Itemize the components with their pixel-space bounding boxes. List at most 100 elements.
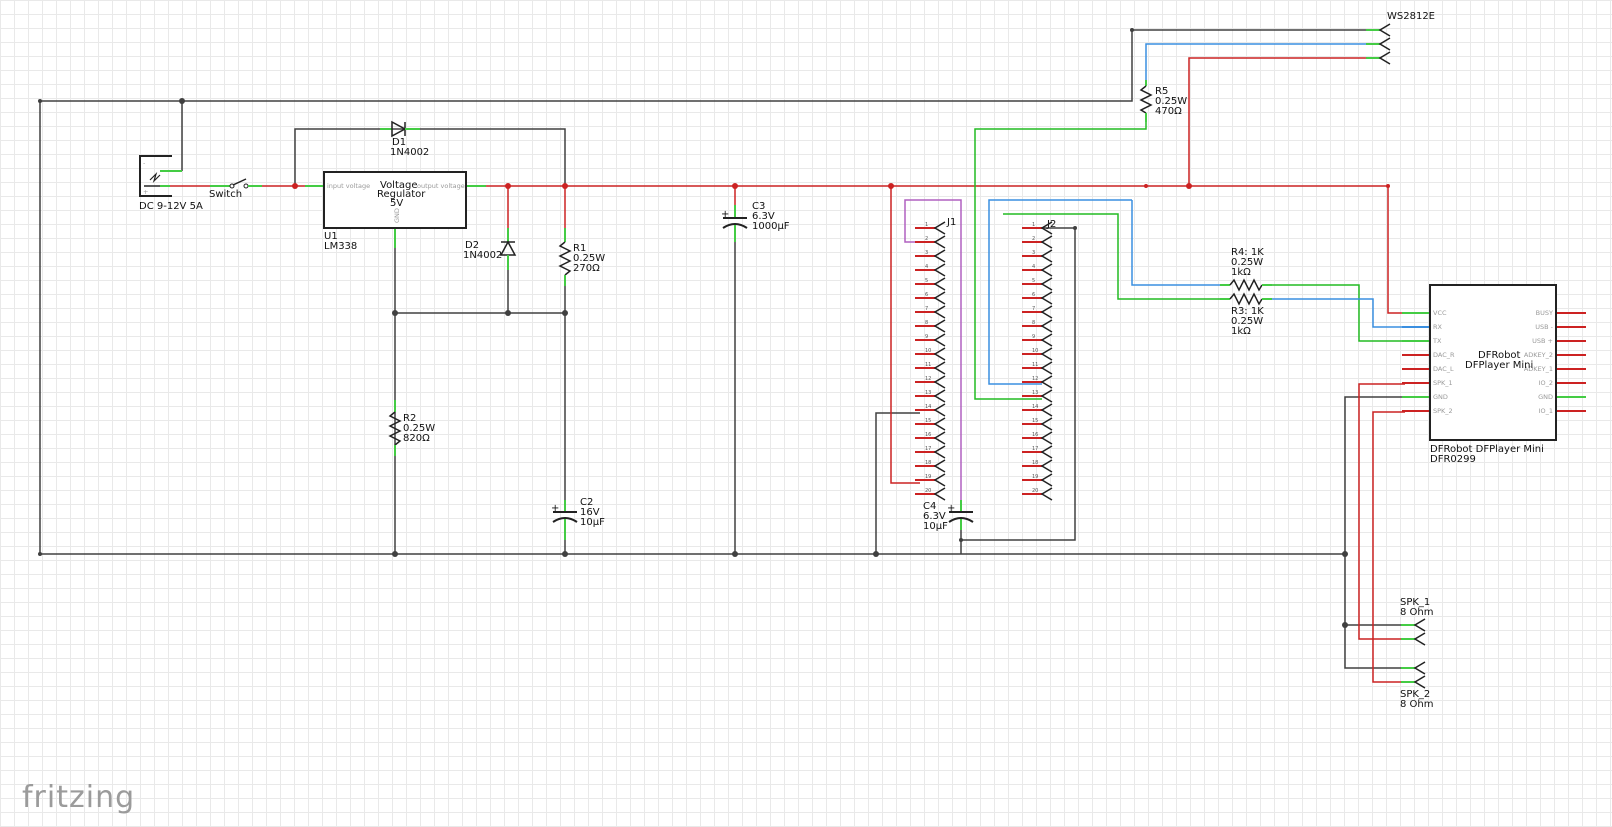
svg-text:+: + — [551, 503, 559, 514]
d1-ref: D1 — [392, 137, 406, 148]
df-left-pin-label: GND — [1433, 393, 1448, 401]
header-pin: 18 — [1022, 459, 1053, 473]
header-pin: 8 — [915, 319, 946, 333]
header-pin: 5 — [1022, 277, 1053, 291]
svg-text:6: 6 — [925, 292, 928, 298]
ws2812e-connector[interactable]: WS2812E — [1366, 11, 1435, 65]
speaker-spk1[interactable]: SPK_1 8 Ohm — [1400, 597, 1434, 646]
header-pin: 16 — [1022, 431, 1053, 445]
header-pin: 7 — [1022, 305, 1053, 319]
svg-text:19: 19 — [1032, 474, 1038, 480]
svg-text:7: 7 — [1032, 306, 1035, 312]
svg-text:10: 10 — [1032, 348, 1038, 354]
u1-pin-gnd: GND — [393, 208, 401, 223]
header-pin: 14 — [1022, 403, 1053, 417]
svg-text:6: 6 — [1032, 292, 1035, 298]
spk1-ref: SPK_1 — [1400, 597, 1430, 608]
header-pin: 4 — [1022, 263, 1053, 277]
header-pin: 17 — [915, 445, 946, 459]
junctions — [38, 28, 1348, 628]
d2-part: 1N4002 — [463, 250, 502, 261]
r2-value: 820Ω — [403, 433, 430, 444]
speaker-pin — [1401, 618, 1426, 632]
header-pin: 10 — [915, 347, 946, 361]
c3-voltage: 6.3V — [752, 211, 775, 222]
svg-text:9: 9 — [925, 334, 928, 340]
svg-text:11: 11 — [1032, 362, 1038, 368]
svg-text:7: 7 — [925, 306, 928, 312]
header-pin: 13 — [1022, 389, 1053, 403]
u1-title3: 5V — [390, 198, 403, 209]
df-left-pin-label: DAC_L — [1433, 365, 1454, 373]
capacitor-c4[interactable]: + C4 6.3V 10µF — [923, 500, 974, 532]
wires-gnd — [39, 29, 1405, 669]
header-pin: 6 — [915, 291, 946, 305]
svg-text:4: 4 — [925, 264, 928, 270]
df-right-pin-label: ADKEY_2 — [1524, 351, 1553, 359]
header-pin: 9 — [915, 333, 946, 347]
resistor-r1[interactable]: R1 0.25W 270Ω — [558, 228, 605, 286]
header-pin: 9 — [1022, 333, 1053, 347]
svg-text:5: 5 — [925, 278, 928, 284]
capacitor-c2[interactable]: + C2 16V 10µF — [551, 497, 605, 540]
df-right-pin-label: ADKEY_1 — [1524, 365, 1553, 373]
spk2-pins — [1401, 661, 1426, 689]
ws-pin — [1366, 37, 1391, 51]
c2-voltage: 16V — [580, 507, 600, 518]
svg-text:18: 18 — [1032, 460, 1038, 466]
df-part: DFR0299 — [1430, 454, 1476, 465]
header-pin: 6 — [1022, 291, 1053, 305]
df-title1: DFRobot — [1478, 350, 1521, 361]
speaker-spk2[interactable]: SPK_2 8 Ohm — [1400, 661, 1434, 710]
r4-value: 1kΩ — [1231, 267, 1251, 278]
svg-text:9: 9 — [1032, 334, 1035, 340]
header-pin: 5 — [915, 277, 946, 291]
r5-value: 470Ω — [1155, 106, 1182, 117]
svg-text:20: 20 — [925, 488, 931, 494]
diode-d2[interactable]: D2 1N4002 — [463, 228, 517, 270]
regulator-u1[interactable]: input voltage output voltage GND Voltage… — [305, 171, 486, 252]
header-pin: 10 — [1022, 347, 1053, 361]
resistor-r3[interactable]: R3: 1K 0.25W 1kΩ — [1220, 292, 1272, 337]
resistor-r5[interactable]: R5 0.25W 470Ω — [1139, 80, 1187, 122]
svg-text:-: - — [143, 159, 146, 167]
speaker-pin — [1401, 661, 1426, 675]
resistor-r2[interactable]: R2 0.25W 820Ω — [388, 400, 435, 456]
svg-text:1: 1 — [925, 222, 928, 228]
spk1-value: 8 Ohm — [1400, 607, 1434, 618]
svg-text:12: 12 — [1032, 376, 1038, 382]
header-pin: 1 — [915, 221, 946, 235]
diode-d1[interactable]: D1 1N4002 — [380, 120, 429, 158]
svg-text:2: 2 — [925, 236, 928, 242]
dc-jack[interactable]: - + DC 9-12V 5A — [139, 155, 203, 212]
u1-pin-in: input voltage — [327, 182, 370, 190]
c3-value: 1000µF — [752, 221, 790, 232]
svg-text:2: 2 — [1032, 236, 1035, 242]
junctions-red — [292, 183, 1390, 189]
speaker-pin — [1401, 675, 1426, 689]
header-pin: 7 — [915, 305, 946, 319]
capacitor-c3[interactable]: + C3 6.3V 1000µF — [721, 201, 790, 242]
c2-value: 10µF — [580, 517, 605, 528]
header-pin: 11 — [1022, 361, 1053, 375]
df-left-pin-label: VCC — [1433, 309, 1447, 317]
u1-title1: Voltage — [380, 180, 418, 191]
switch-label: Switch — [209, 189, 242, 200]
df-right-pin-label: GND — [1538, 393, 1553, 401]
switch[interactable]: Switch — [209, 178, 262, 200]
svg-text:14: 14 — [925, 404, 931, 410]
ws-pin — [1366, 23, 1391, 37]
wires-5v — [160, 57, 1405, 683]
header-pin: 11 — [915, 361, 946, 375]
svg-text:+: + — [721, 209, 729, 220]
header-pin: 3 — [1022, 249, 1053, 263]
header-pin: 3 — [915, 249, 946, 263]
svg-text:5: 5 — [1032, 278, 1035, 284]
resistor-r4[interactable]: R4: 1K 0.25W 1kΩ — [1220, 247, 1272, 292]
